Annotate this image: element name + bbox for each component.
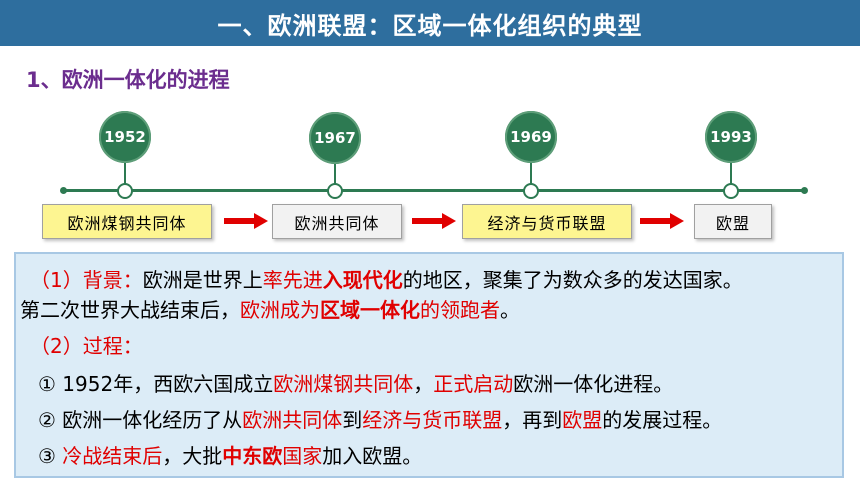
arrow-right-icon	[224, 213, 268, 229]
year-badge-1969: 1969	[505, 111, 557, 163]
stage-ec: 欧洲共同体	[272, 204, 402, 239]
background-line-1: （1）背景：欧洲是世界上率先进入现代化的地区，聚集了为数众多的发达国家。	[30, 264, 743, 293]
year-badge-1967: 1967	[309, 112, 361, 164]
stage-label: 欧洲煤钢共同体	[67, 213, 187, 233]
timeline-line	[62, 189, 806, 192]
highlight-text: 欧洲共同体	[242, 408, 343, 432]
text-span: 欧洲一体化经历了从	[55, 408, 243, 432]
text-span: 1952年，西欧六国成立	[55, 372, 274, 396]
text-span: 第二次世界大战结束后，	[20, 298, 240, 322]
year-label: 1967	[314, 129, 356, 147]
process-item-3: ③ 冷战结束后，大批中东欧国家加入欧盟。	[38, 440, 422, 469]
highlight-text: 国家	[282, 444, 323, 468]
background-line-2: 第二次世界大战结束后，欧洲成为区域一体化的领跑者。	[20, 294, 520, 323]
stage-label: 经济与货币联盟	[487, 213, 607, 233]
text-span: 欧洲是世界上	[142, 268, 263, 292]
text-span: 的发展过程。	[602, 408, 723, 432]
highlight-text: 经济与货币联盟	[362, 408, 503, 432]
year-badge-1952: 1952	[99, 111, 151, 163]
process-label-text: （2）过程：	[30, 334, 143, 358]
timeline-stem	[730, 150, 732, 186]
content-box: （1）背景：欧洲是世界上率先进入现代化的地区，聚集了为数众多的发达国家。 第二次…	[14, 252, 844, 478]
item-number: ①	[38, 372, 56, 396]
text-span: 欧洲一体化进程。	[513, 372, 674, 396]
page-title: 一、欧洲联盟：区域一体化组织的典型	[217, 11, 643, 40]
process-label: （2）过程：	[30, 330, 143, 359]
stage-emu: 经济与货币联盟	[462, 204, 632, 239]
arrow-right-icon	[640, 213, 684, 229]
process-item-2: ② 欧洲一体化经历了从欧洲共同体到经济与货币联盟，再到欧盟的发展过程。	[38, 404, 722, 433]
process-item-1: ① 1952年，西欧六国成立欧洲煤钢共同体，正式启动欧洲一体化进程。	[38, 368, 673, 397]
highlight-text: 欧洲成为	[240, 298, 320, 322]
highlight-text: 欧洲煤钢共同体	[273, 372, 414, 396]
highlight-text: 的领跑者	[420, 298, 500, 322]
text-span: ，大批	[162, 444, 223, 468]
timeline-node	[523, 183, 539, 199]
text-span: ，再到	[502, 408, 563, 432]
text-span: ，	[413, 372, 434, 396]
highlight-text: 中东欧	[222, 444, 283, 468]
highlight-text: 率先进	[262, 268, 323, 292]
highlight-text: 区域一体化	[320, 298, 420, 322]
year-badge-1993: 1993	[705, 111, 757, 163]
timeline-node	[723, 183, 739, 199]
section-title: 1、欧洲一体化的进程	[26, 68, 230, 92]
year-label: 1993	[710, 128, 752, 146]
highlight-text: 正式启动	[433, 372, 514, 396]
highlight-text: 冷战结束后	[62, 444, 163, 468]
text-span: 的地区，聚集了为数众多的发达国家。	[402, 268, 743, 292]
stage-eu: 欧盟	[694, 204, 772, 239]
timeline-stem	[124, 150, 126, 186]
stage-label: 欧洲共同体	[294, 213, 380, 233]
item-number: ③	[38, 444, 56, 468]
timeline-node	[327, 183, 343, 199]
text-span: 。	[500, 298, 520, 322]
stage-label: 欧盟	[715, 213, 750, 233]
timeline-node	[117, 183, 133, 199]
stage-ecsc: 欧洲煤钢共同体	[42, 204, 212, 239]
text-span: 加入欧盟。	[322, 444, 423, 468]
text-span: 到	[342, 408, 363, 432]
highlight-text: 欧盟	[562, 408, 603, 432]
header-banner: 一、欧洲联盟：区域一体化组织的典型	[0, 0, 860, 46]
year-label: 1952	[104, 128, 146, 146]
timeline-stem	[334, 150, 336, 186]
timeline-end-dot	[801, 187, 808, 194]
arrow-right-icon	[412, 213, 456, 229]
timeline-stem	[530, 150, 532, 186]
item-number: ②	[38, 408, 56, 432]
year-label: 1969	[510, 128, 552, 146]
background-label: （1）背景：	[30, 268, 143, 292]
highlight-text: 入现代化	[322, 268, 403, 292]
